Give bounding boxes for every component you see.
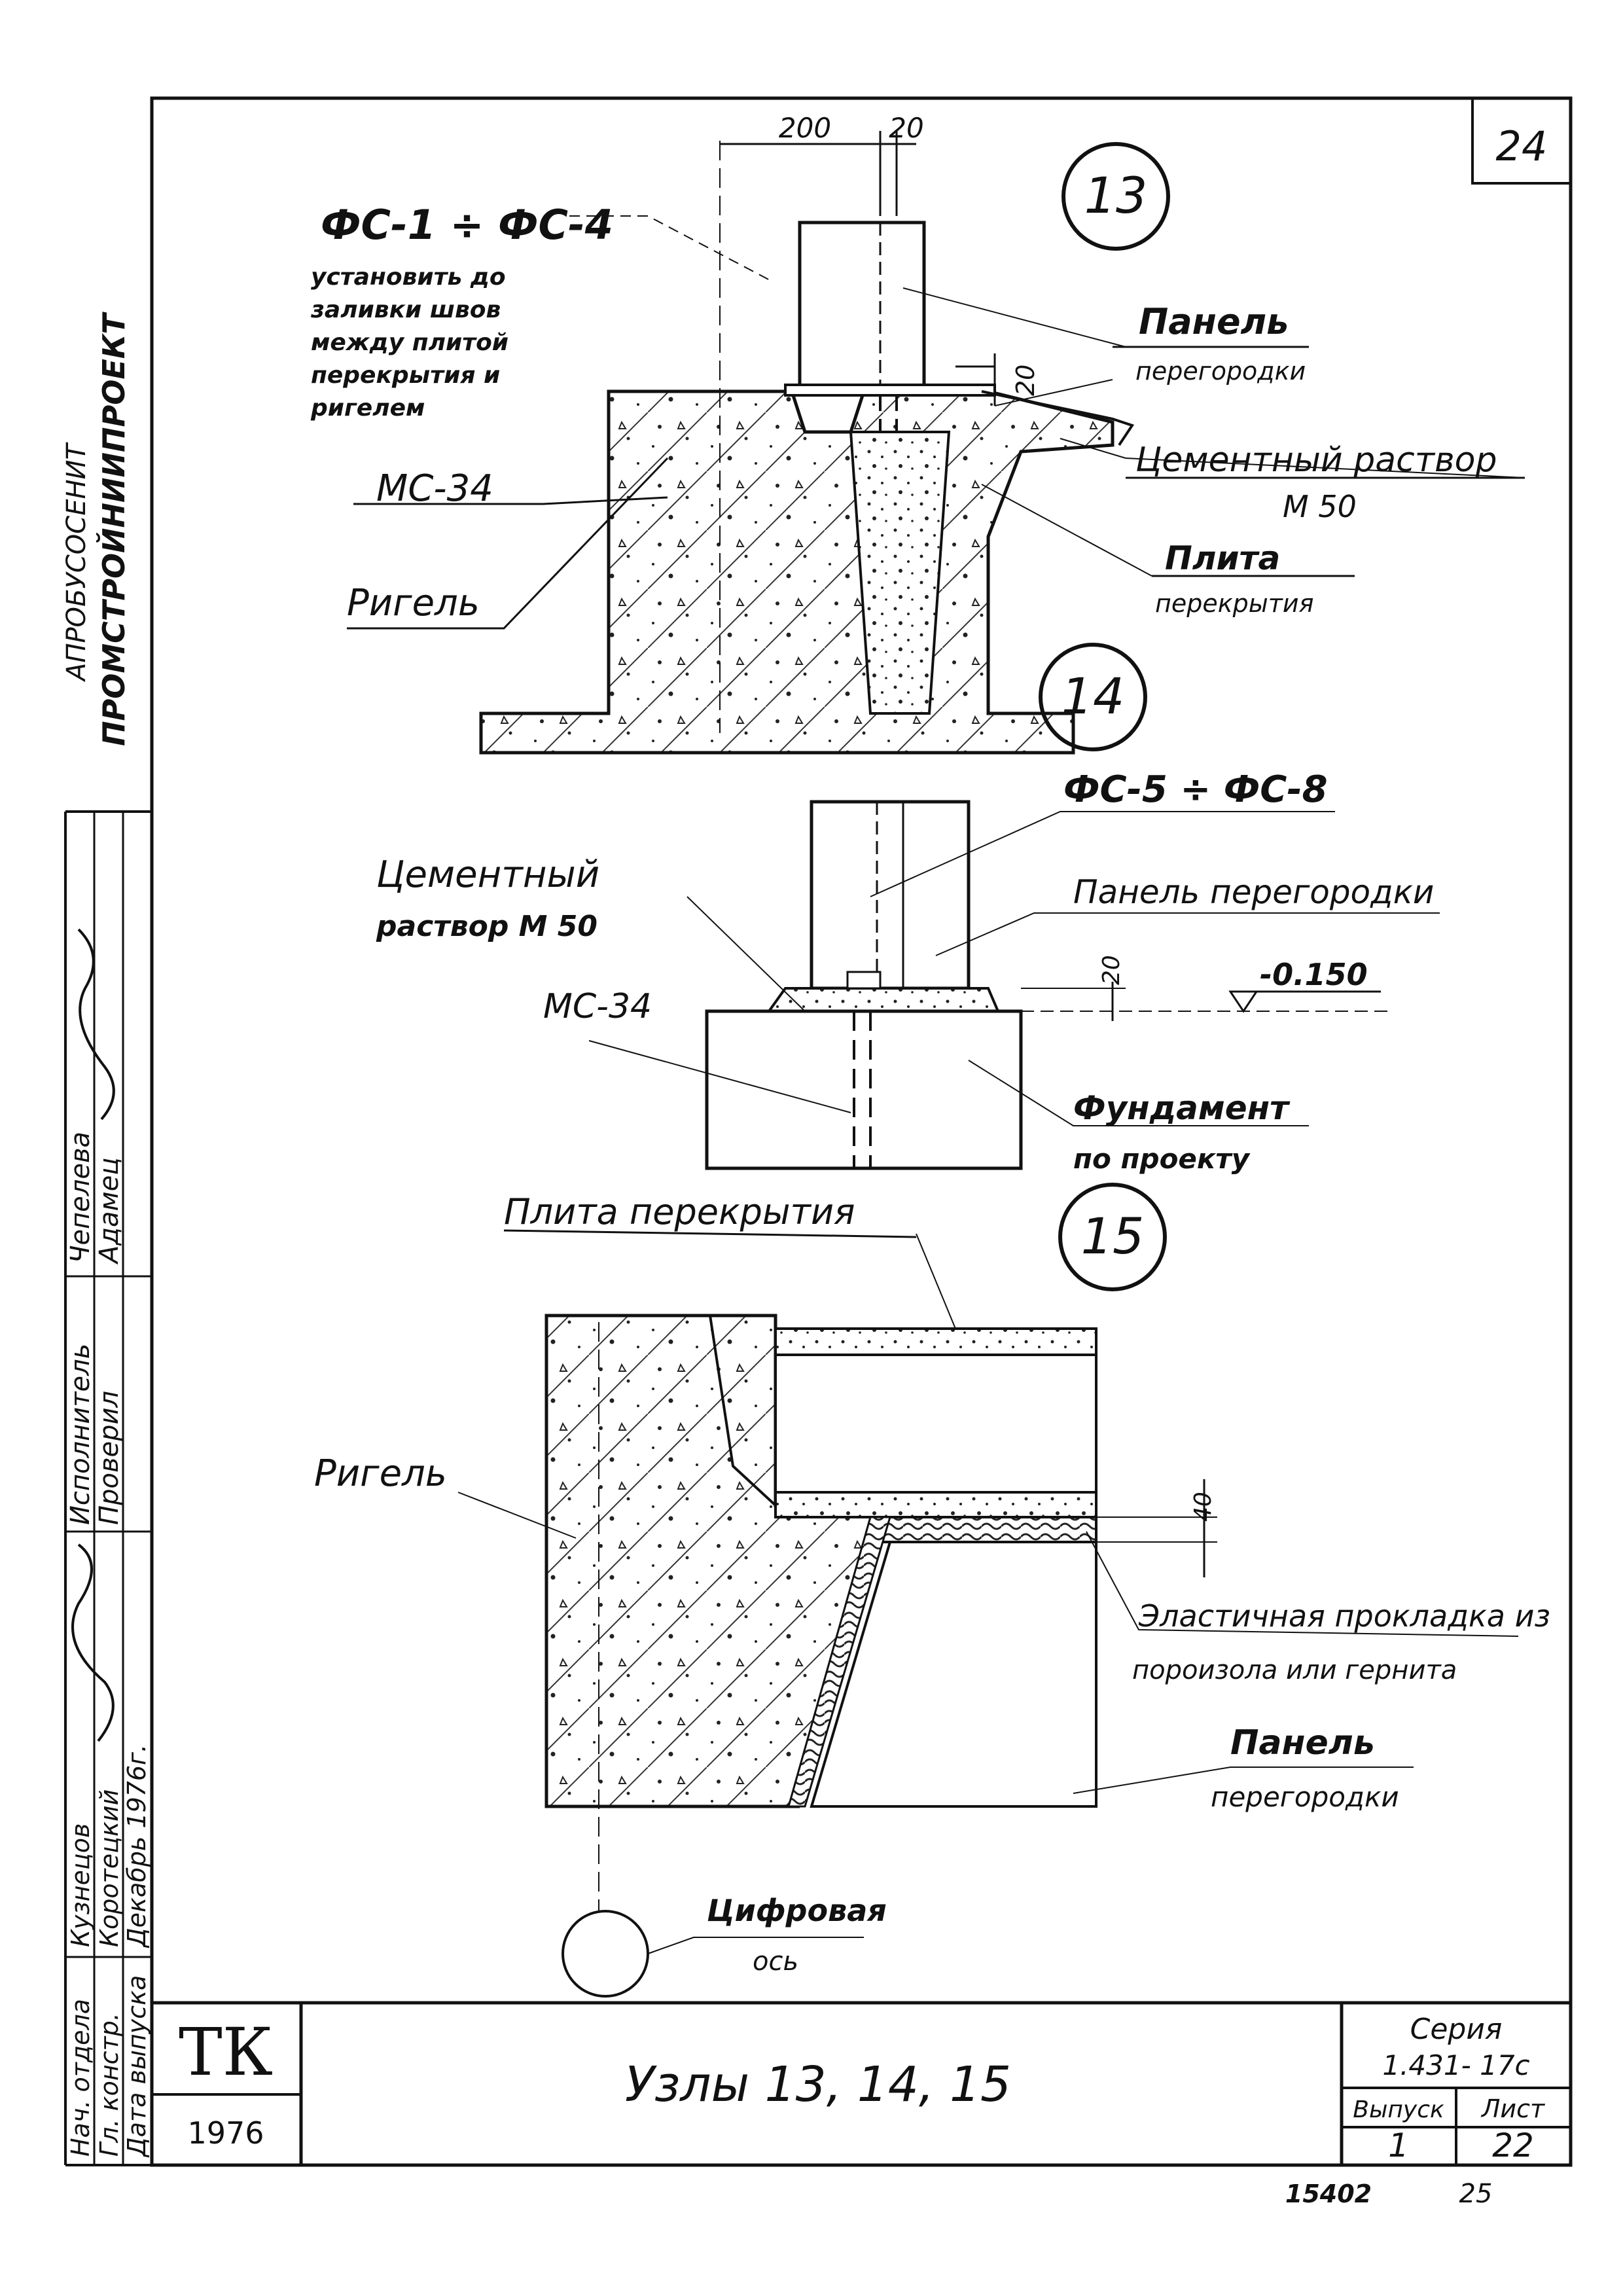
node13-dim-200: 200: [779, 112, 831, 144]
node15-label-gasket-sub: пороизола или гернита: [1132, 1655, 1457, 1685]
node15-drawing: [457, 1183, 1519, 1998]
role-issue-date: Дата выпуска: [122, 1975, 151, 2158]
node15-label-panel: Панель: [1230, 1723, 1375, 1763]
node13-fs-note-line: заливки швов: [310, 296, 501, 323]
tk-logo: ТК: [179, 2014, 273, 2090]
node13-label-slab: Плита: [1165, 539, 1280, 577]
org-line1: АПРОБУСОСЕНИТ: [62, 442, 92, 683]
bottom-code-right: 25: [1459, 2179, 1493, 2209]
node15-label-axis: Цифровая: [707, 1893, 887, 1928]
node13-label-girder: Ригель: [347, 582, 480, 624]
node13-fs-note-line: перекрытия и: [311, 362, 500, 389]
node14-level-mark: -0.150: [1260, 957, 1368, 992]
node14-number: 14: [1061, 667, 1125, 725]
node13-fs-note-line: между плитой: [311, 329, 508, 356]
node13-fs-note-line: ригелем: [310, 395, 425, 422]
left-stamp: [65, 812, 152, 2165]
org-line2: ПРОМСТРОЙНИИПРОЕКТ: [96, 312, 132, 746]
title-year: 1976: [187, 2115, 264, 2151]
series-value: 1.431- 17с: [1382, 2049, 1529, 2081]
name-executor: Чепелева: [65, 1132, 96, 1263]
series-label: Серия: [1410, 2013, 1503, 2046]
node14-label-fs: ФС-5 ÷ ФС-8: [1063, 768, 1328, 811]
node13-label-panel-sub: перегородки: [1135, 357, 1306, 386]
page-number: 24: [1496, 122, 1548, 170]
node13-label-ms: МС-34: [376, 467, 493, 510]
node13-label-panel: Панель: [1139, 301, 1289, 342]
issue-label: Выпуск: [1353, 2096, 1444, 2123]
node13-label-slab-sub: перекрытия: [1155, 589, 1314, 618]
node13-dim-20-side: 20: [1011, 365, 1040, 396]
name-dept-head: Кузнецов: [66, 1823, 95, 1947]
name-checker: Адамец: [94, 1157, 124, 1265]
name-chief-designer: Коротецкий: [95, 1789, 124, 1947]
issue-value: 1: [1388, 2126, 1409, 2164]
role-executor: Исполнитель: [65, 1344, 96, 1525]
node14-label-ms: МС-34: [543, 987, 652, 1026]
role-checker: Проверил: [94, 1391, 124, 1525]
node14-dim-20: 20: [1098, 955, 1125, 985]
node13-label-mortar: Цементный раствор: [1135, 440, 1497, 480]
node14-label-foundation-sub: по проекту: [1073, 1143, 1251, 1175]
node15-label-panel-sub: перегородки: [1211, 1781, 1399, 1813]
node13-number: 13: [1084, 166, 1148, 224]
node14-label-mortar: Цементный: [376, 853, 599, 896]
node13-fs-note: установить до заливки швов между плитой …: [310, 264, 508, 422]
sheet-frame: [64, 96, 1573, 2167]
node15-label-axis-sub: ось: [753, 1946, 798, 1977]
node15-label-gasket: Эластичная прокладка из: [1138, 1598, 1550, 1634]
node14-drawing: [588, 643, 1440, 1170]
node13-callout-fs: ФС-1 ÷ ФС-4: [321, 201, 613, 249]
title-block: [152, 2001, 1571, 2165]
node15-label-girder: Ригель: [314, 1452, 447, 1495]
sheet-value: 22: [1492, 2126, 1534, 2164]
node13-label-mortar-sub: М 50: [1283, 489, 1357, 524]
name-issue-date: Декабрь 1976г.: [122, 1744, 151, 1948]
node14-label-panel: Панель перегородки: [1073, 873, 1434, 911]
node13-dim-20-top: 20: [889, 112, 923, 144]
node14-label-foundation: Фундамент: [1073, 1089, 1291, 1127]
role-chief-designer: Гл. констр.: [95, 2013, 124, 2157]
node15-dim-40: 40: [1190, 1492, 1217, 1522]
node15-number: 15: [1081, 1207, 1145, 1265]
drawing-title: Узлы 13, 14, 15: [625, 2056, 1011, 2113]
node14-label-mortar-sub: раствор М 50: [376, 910, 597, 943]
node13-fs-note-line: установить до: [311, 264, 506, 291]
role-dept-head: Нач. отдела: [66, 1999, 95, 2157]
node15-label-slab: Плита перекрытия: [504, 1191, 855, 1232]
bottom-code-left: 15402: [1285, 2179, 1372, 2208]
node13-drawing: [347, 131, 1525, 755]
sheet-label: Лист: [1480, 2094, 1546, 2123]
